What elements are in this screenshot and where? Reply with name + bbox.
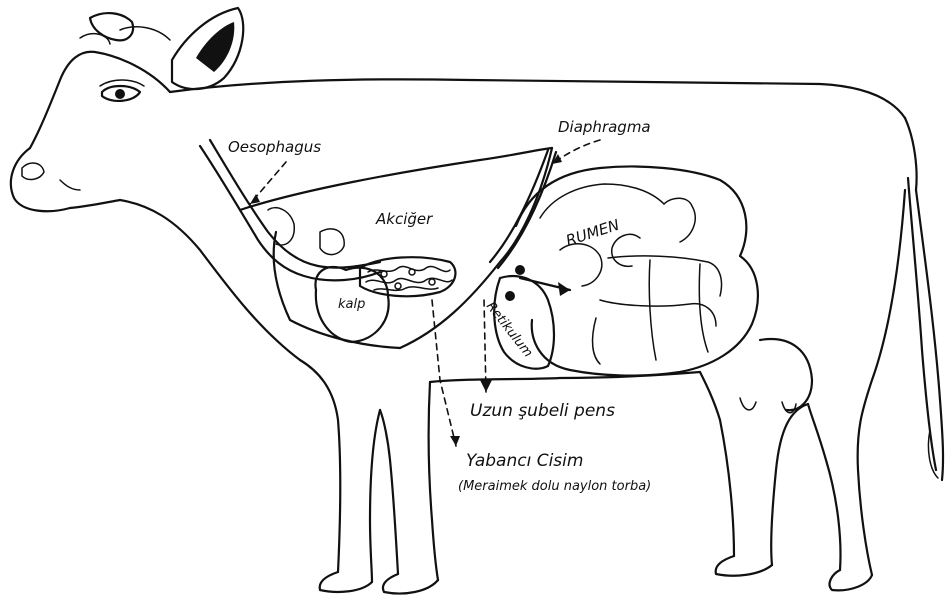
- label-uzun-subeli-pens: Uzun şubeli pens: [470, 401, 615, 421]
- label-akciger: Akciğer: [375, 210, 433, 228]
- label-diaphragma: Diaphragma: [558, 118, 651, 136]
- label-retikulum: Retikulum: [483, 299, 535, 360]
- label-yabanci-cisim-detail: (Meraimek dolu naylon torba): [458, 479, 651, 494]
- label-yabanci-cisim: Yabancı Cisim: [466, 451, 583, 471]
- label-oesophagus: Oesophagus: [228, 138, 321, 156]
- rumen: [516, 167, 758, 376]
- oesophagus-tube: [200, 140, 380, 280]
- label-kalp: kalp: [338, 297, 365, 312]
- cow-body-outline: [11, 8, 943, 594]
